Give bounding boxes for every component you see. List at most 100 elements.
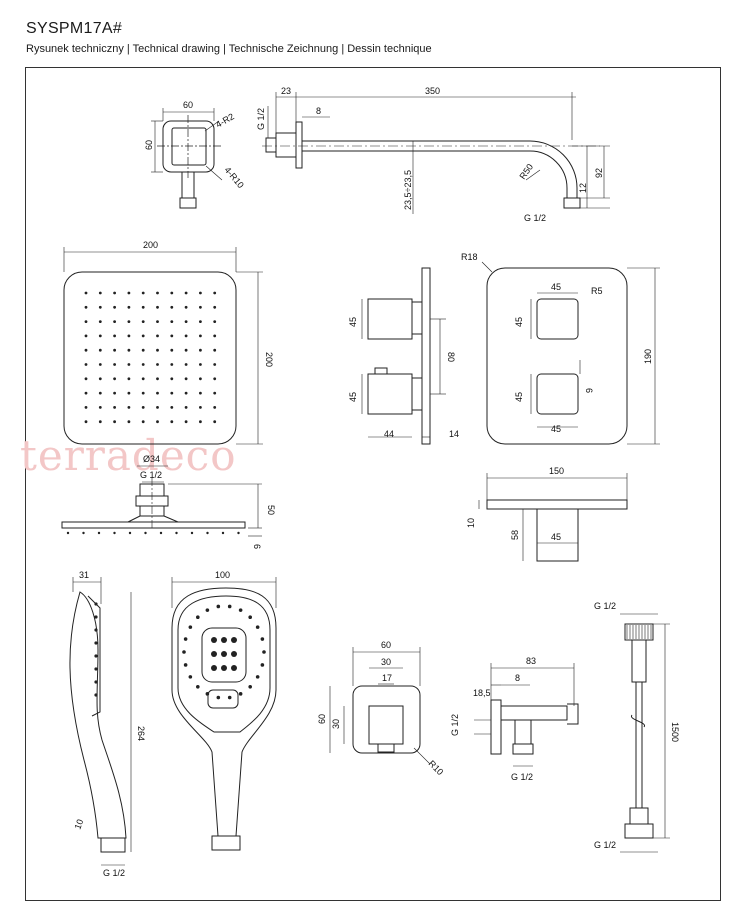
dim-23: 23 <box>281 86 291 96</box>
nozzle-dot <box>98 291 102 295</box>
nozzle-dot <box>170 320 174 323</box>
nozzle-dot <box>66 531 70 535</box>
nozzle-dot <box>113 305 116 309</box>
dim-14: 14 <box>449 429 459 439</box>
nozzle-dot <box>156 320 159 323</box>
dim-g-half-top: G 1/2 <box>256 108 266 130</box>
nozzle-dot <box>156 420 159 424</box>
nozzle-dot <box>94 628 98 632</box>
nozzle-dot <box>184 334 188 338</box>
nozzle-dot <box>184 377 188 381</box>
dim-23-5-range: 23,5÷23,5 <box>403 170 413 210</box>
nozzle-dot <box>113 291 116 295</box>
nozzle-dot <box>227 695 232 700</box>
nozzle-dot <box>84 377 88 381</box>
dim-12: 12 <box>578 183 588 193</box>
nozzle-dot <box>98 420 102 424</box>
nozzle-dot <box>127 406 131 409</box>
dim-4-r10: 4-R10 <box>222 165 245 190</box>
dim-45-lower: 45 <box>348 392 358 402</box>
nozzle-dot <box>156 377 159 381</box>
nozzle-dot <box>199 406 202 409</box>
nozzle-dot <box>127 391 131 395</box>
dim-17: 17 <box>382 673 392 683</box>
nozzle-dot <box>127 377 131 381</box>
nozzle-dot <box>199 420 202 424</box>
dim-d34: Ø34 <box>143 454 160 464</box>
nozzle-dot <box>113 391 116 395</box>
nozzle-dot <box>84 320 88 323</box>
nozzle-dot <box>84 406 88 409</box>
nozzle-dot <box>170 391 174 395</box>
nozzle-dot <box>156 406 159 409</box>
nozzle-dot <box>94 641 98 645</box>
dim-g-half-bracket-left: G 1/2 <box>450 714 460 736</box>
nozzle-dot <box>84 305 88 309</box>
dim-60-w: 60 <box>183 100 193 110</box>
nozzle-dot <box>156 348 159 352</box>
dim-45-left-lower: 45 <box>514 392 524 402</box>
nozzle-dot <box>84 420 88 424</box>
nozzle-dot <box>94 602 98 606</box>
nozzle-dot <box>199 348 202 352</box>
nozzle-dot <box>170 291 174 295</box>
nozzle-dot <box>94 654 98 658</box>
nozzle-dot <box>221 637 227 643</box>
nozzle-dot <box>82 531 85 535</box>
nozzle-dot <box>113 334 116 338</box>
product-code: SYSPM17A# <box>26 20 123 37</box>
nozzle-dot <box>238 608 243 612</box>
nozzle-dot <box>156 291 159 295</box>
nozzle-dot <box>188 675 193 679</box>
nozzle-dot <box>98 391 102 395</box>
nozzle-dot <box>97 531 101 535</box>
nozzle-dot <box>141 406 145 409</box>
dim-8: 8 <box>316 106 321 116</box>
nozzle-dot <box>170 363 174 366</box>
nozzle-dot <box>248 615 252 620</box>
dim-r10-bracket: R10 <box>427 758 446 777</box>
dim-45-plan: 45 <box>551 532 561 542</box>
nozzle-dot <box>98 377 102 381</box>
nozzle-dot <box>206 531 209 535</box>
nozzle-dot <box>170 377 174 381</box>
nozzle-dot <box>213 363 217 366</box>
nozzle-dot <box>127 363 131 366</box>
nozzle-dot <box>141 291 145 295</box>
nozzle-dot <box>94 667 98 671</box>
nozzle-dot <box>183 637 188 641</box>
dim-1500: 1500 <box>670 722 680 742</box>
dim-60-bracket-h: 60 <box>317 714 327 724</box>
dim-30-bracket-h: 30 <box>331 719 341 729</box>
mixer-plan-view: 150 10 58 45 <box>466 466 628 562</box>
nozzle-dot <box>84 291 88 295</box>
wall-plate-view: 60 60 4-R2 4-R10 <box>144 100 246 209</box>
nozzle-dot <box>159 531 163 535</box>
nozzle-dot <box>113 406 116 409</box>
nozzle-dot <box>184 291 188 295</box>
nozzle-dot <box>170 420 174 424</box>
dim-200-h: 200 <box>264 352 274 367</box>
nozzle-dot <box>248 684 252 689</box>
nozzle-dot <box>213 320 217 323</box>
nozzle-dot <box>213 391 217 395</box>
nozzle-dot <box>190 531 194 535</box>
shower-head-top-view: 200 200 <box>63 240 274 445</box>
mixer-front-view: R18 45 R5 45 190 6 45 45 <box>461 252 660 445</box>
nozzle-dot <box>127 291 131 295</box>
nozzle-dot <box>98 363 102 366</box>
nozzle-dot <box>184 348 188 352</box>
nozzle-dot <box>170 305 174 309</box>
dim-200-w: 200 <box>143 240 158 250</box>
dim-r18: R18 <box>461 252 478 262</box>
dim-10-hand: 10 <box>72 818 85 831</box>
nozzle-dot <box>196 684 200 689</box>
nozzle-dot <box>156 334 159 338</box>
nozzle-dot <box>213 406 217 409</box>
nozzle-dot <box>211 651 217 657</box>
bracket-side-view: 83 18,5 8 G 1/2 G 1/2 <box>450 656 579 782</box>
nozzle-dot <box>141 334 145 338</box>
nozzle-dot <box>216 695 221 700</box>
nozzle-dot <box>255 625 260 629</box>
